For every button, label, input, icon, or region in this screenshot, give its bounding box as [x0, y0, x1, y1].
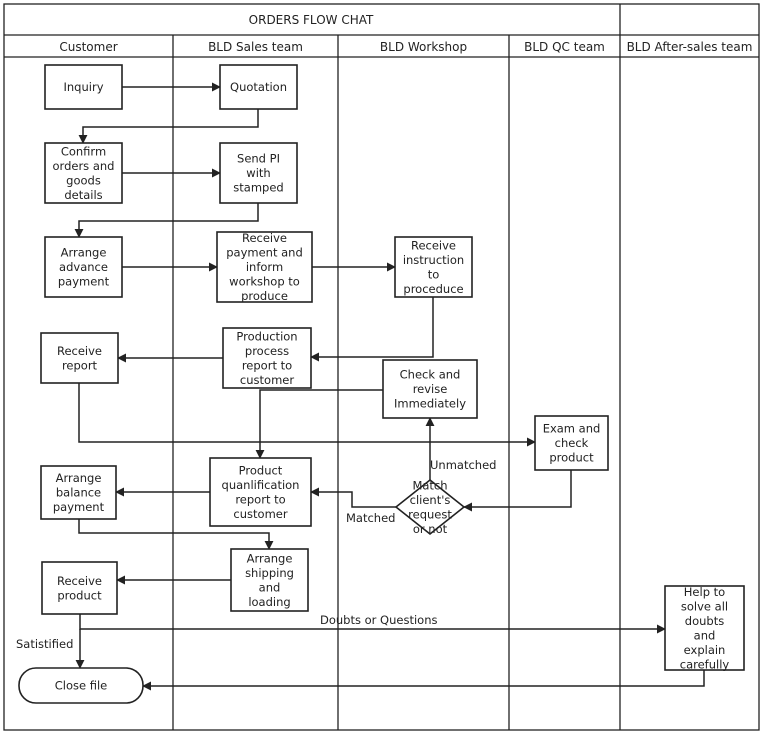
node-label: report	[62, 358, 98, 372]
edge-check_revise-to-qualification	[255, 389, 383, 459]
node-label: and	[694, 628, 716, 642]
process-node-advance	[44, 236, 123, 298]
chart-title: ORDERS FLOW CHAT	[249, 13, 374, 27]
node-label: customer	[240, 373, 294, 387]
node-label: product	[57, 588, 102, 602]
process-node-confirm	[44, 142, 123, 204]
node-label: proceduce	[403, 282, 463, 296]
node-label: explain	[684, 643, 726, 657]
node-label: Arrange	[56, 471, 102, 485]
node-label: Close file	[55, 679, 108, 693]
node-label: inform	[246, 260, 283, 274]
edge-help-to-close	[142, 670, 705, 691]
node-label: instruction	[403, 253, 464, 267]
process-node-receive_product	[41, 561, 118, 615]
edge-exam-to-decision	[463, 470, 572, 512]
node-label: Check and	[400, 368, 461, 382]
node-label: orders and	[53, 159, 115, 173]
node-label: Help to	[684, 585, 725, 599]
edge-decision-to-qualification	[310, 487, 396, 508]
edge-label: Unmatched	[430, 458, 496, 472]
lane-header: Customer	[59, 40, 117, 54]
process-node-quotation	[219, 64, 298, 110]
node-label: Receive	[411, 238, 456, 252]
node-label: to	[428, 267, 440, 281]
edge-label: Doubts or Questions	[320, 613, 437, 627]
node-label: balance	[56, 486, 101, 500]
process-node-shipping	[230, 548, 309, 612]
node-label: Receive	[242, 231, 287, 245]
node-label: shipping	[245, 566, 294, 580]
process-node-qualification	[209, 457, 312, 527]
edge-balance-to-shipping	[78, 519, 274, 550]
terminal-node-close	[18, 667, 144, 704]
node-label: and	[259, 580, 281, 594]
node-label: payment	[58, 275, 110, 289]
node-label: details	[64, 188, 102, 202]
node-label: revise	[413, 382, 448, 396]
lane-header: BLD QC team	[524, 40, 605, 54]
node-label: doubts	[685, 614, 724, 628]
process-node-help	[664, 585, 745, 671]
node-label: customer	[233, 507, 287, 521]
node-label: Quotation	[230, 80, 287, 94]
diagram-frame	[3, 3, 760, 731]
node-label: payment and	[226, 246, 303, 260]
process-node-production_report	[222, 327, 312, 389]
node-label: goods	[66, 173, 101, 187]
node-label: stamped	[233, 181, 283, 195]
node-label: client's	[410, 493, 451, 507]
process-node-send_pi	[219, 142, 298, 204]
process-node-check_revise	[382, 359, 478, 419]
node-label: Send PI	[237, 152, 280, 166]
node-label: with	[246, 166, 270, 180]
node-label: advance	[59, 260, 108, 274]
process-node-exam	[534, 415, 609, 471]
process-node-balance	[40, 465, 117, 520]
node-label: Match	[412, 478, 447, 492]
process-node-inquiry	[44, 64, 123, 110]
process-node-receive_report	[40, 332, 119, 384]
node-label: Confirm	[61, 144, 106, 158]
node-label: Arrange	[61, 246, 107, 260]
node-label: product	[549, 451, 594, 465]
node-label: check	[555, 436, 589, 450]
process-node-receive_instruction	[394, 236, 473, 298]
node-label: request	[408, 507, 452, 521]
process-node-receive_payment	[216, 231, 313, 303]
decision-node-decision	[394, 478, 466, 536]
edge-receive_report-to-exam	[78, 383, 536, 447]
node-label: workshop to	[229, 275, 300, 289]
edge-label: Matched	[346, 511, 395, 525]
node-label: Arrange	[247, 551, 293, 565]
node-label: payment	[53, 500, 105, 514]
lane-header: BLD After-sales team	[627, 40, 753, 54]
node-label: report to	[242, 358, 292, 372]
lane-header: BLD Sales team	[208, 40, 303, 54]
node-label: solve all	[681, 599, 728, 613]
edge-receive_instruction-to-production_report	[310, 297, 434, 362]
node-label: Receive	[57, 574, 102, 588]
edge-send_pi-to-advance	[74, 203, 259, 238]
node-label: carefully	[680, 657, 730, 671]
node-label: Exam and	[543, 422, 601, 436]
node-label: Immediately	[394, 397, 466, 411]
node-label: loading	[248, 595, 290, 609]
edge-label: Satistified	[16, 637, 73, 651]
node-label: quanlification	[222, 478, 300, 492]
node-label: report to	[235, 492, 285, 506]
node-label: Receive	[57, 344, 102, 358]
node-label: produce	[241, 289, 288, 303]
node-label: or not	[413, 522, 448, 536]
node-label: process	[245, 344, 289, 358]
node-label: Production	[236, 329, 297, 343]
edge-quotation-to-confirm	[78, 109, 259, 144]
node-label: Inquiry	[64, 80, 104, 94]
lane-header: BLD Workshop	[380, 40, 467, 54]
node-label: Product	[239, 463, 283, 477]
